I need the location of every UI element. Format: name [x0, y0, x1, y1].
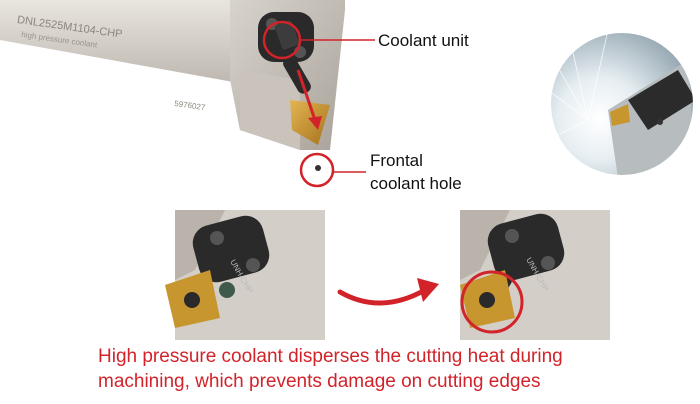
callout-frontal-hole-line2: coolant hole — [370, 174, 462, 193]
curved-arrow-icon — [337, 278, 439, 306]
spray-photo — [548, 30, 696, 178]
caption-line2: machining, which prevents damage on cutt… — [98, 371, 541, 392]
coolant-spray-icon — [549, 31, 695, 177]
tool-with-coolant — [450, 210, 610, 340]
caption: High pressure coolant disperses the cutt… — [98, 344, 698, 394]
callout-frontal-hole-line1: Frontal — [370, 151, 423, 170]
highlight-circle-icon — [460, 270, 524, 334]
caption-line1: High pressure coolant disperses the cutt… — [98, 346, 563, 367]
tool-without-coolant — [165, 210, 325, 340]
callout-coolant-unit: Coolant unit — [378, 31, 469, 50]
